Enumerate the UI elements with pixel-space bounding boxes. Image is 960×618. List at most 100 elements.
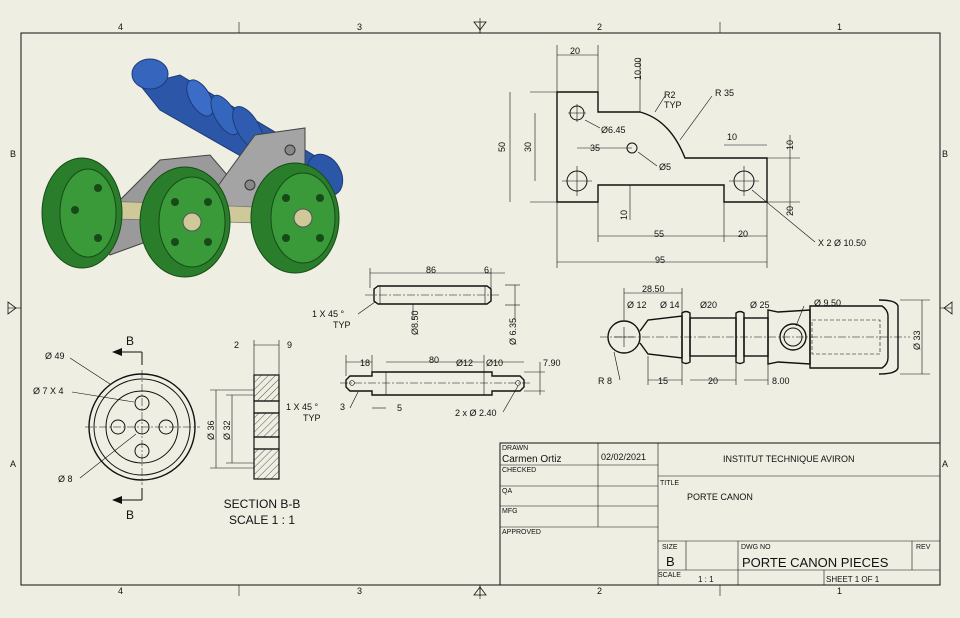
plate-dim-r2: R2 (664, 90, 676, 100)
zone-ticks (7, 18, 953, 599)
barrel-dim-800: 8.00 (772, 376, 790, 386)
tb-dwg-label: DWG NO (741, 544, 771, 551)
title-block: DRAWN Carmen Ortiz 02/02/2021 CHECKED QA… (499, 442, 941, 586)
zone-right-a: A (942, 459, 948, 469)
plate-dim-d645: Ø6.45 (601, 125, 626, 135)
zone-labels: 4 3 2 1 4 3 2 1 B A B A (10, 22, 948, 596)
tb-mfg-label: MFG (502, 508, 518, 515)
wheel-section-view: 2 9 Ø 36 Ø 32 SECTION B-B SCALE 1 : 1 (206, 340, 300, 527)
plate-dim-20: 20 (570, 46, 580, 56)
section-dim-9: 9 (287, 340, 292, 350)
plate-dim-30: 30 (523, 142, 533, 152)
long-axle-dim-80: 80 (429, 355, 439, 365)
long-axle-dim-d10: Ø10 (486, 358, 503, 368)
plate-dim-10-c: 10 (619, 210, 629, 220)
barrel-dim-d20: Ø20 (700, 300, 717, 310)
wheel-dim-d8: Ø 8 (58, 474, 73, 484)
zone-bottom-2: 2 (597, 586, 602, 596)
long-axle-dim-typ: TYP (303, 413, 321, 423)
tb-checked-label: CHECKED (502, 467, 536, 474)
barrel-dim-2850: 28.50 (642, 284, 665, 294)
long-axle-dim-d12: Ø12 (456, 358, 473, 368)
plate-dim-10-00: 10.00 (633, 57, 643, 80)
long-axle-dim-holes: 2 x Ø 2.40 (455, 408, 497, 418)
cannon-3d-view (41, 58, 344, 278)
plate-dim-d5: Ø5 (659, 162, 671, 172)
tb-size-label: SIZE (662, 544, 678, 551)
plate-dim-r35: R 35 (715, 88, 734, 98)
plate-dim-50: 50 (497, 142, 507, 152)
section-mark-bottom: B (126, 508, 134, 522)
tb-sheet: SHEET 1 OF 1 (826, 575, 880, 584)
barrel-view: 28.50 Ø 12 Ø 14 Ø20 Ø 25 Ø 9.50 Ø 33 R 8… (598, 284, 930, 386)
small-axle-dim-chamfer: 1 X 45 ° (312, 309, 345, 319)
long-axle-dim-790: 7.90 (543, 358, 561, 368)
wheel-front-view: B B Ø 49 Ø 7 X 4 Ø 8 (33, 334, 200, 522)
tb-dwg-no: PORTE CANON PIECES (742, 555, 889, 570)
tb-drawn-by: Carmen Ortiz (502, 454, 561, 465)
tb-title-label: TITLE (660, 480, 679, 487)
wheel-front-left (139, 166, 231, 278)
barrel-dim-20: 20 (708, 376, 718, 386)
barrel-dim-d950: Ø 9.50 (814, 298, 841, 308)
zone-top-2: 2 (597, 22, 602, 32)
tb-approved-label: APPROVED (502, 529, 541, 536)
wheel-front-right (250, 162, 340, 274)
barrel-dim-r8: R 8 (598, 376, 612, 386)
plate-dim-95: 95 (655, 255, 665, 265)
barrel-dim-d33: Ø 33 (912, 330, 922, 350)
zone-right-b: B (942, 149, 948, 159)
plate-dim-35: 35 (590, 143, 600, 153)
plate-dim-20-c: 20 (738, 229, 748, 239)
wheel-dim-d49: Ø 49 (45, 351, 65, 361)
small-axle-dim-86: 86 (426, 265, 436, 275)
tb-size: B (666, 554, 675, 569)
barrel-dim-d12: Ø 12 (627, 300, 647, 310)
plate-view: 20 10.00 R2 TYP R 35 50 30 35 Ø6.45 Ø5 1… (497, 45, 866, 268)
tb-scale: 1 : 1 (698, 575, 714, 584)
tb-date: 02/02/2021 (601, 452, 646, 462)
zone-top-4: 4 (118, 22, 123, 32)
plate-dim-10-a: 10 (727, 132, 737, 142)
zone-top-1: 1 (837, 22, 842, 32)
tb-scale-label: SCALE (658, 572, 681, 579)
plate-dim-holes: X 2 Ø 10.50 (818, 238, 866, 248)
tb-title: PORTE CANON (687, 492, 753, 502)
zone-bottom-3: 3 (357, 586, 362, 596)
zone-left-b: B (10, 149, 16, 159)
wheel-rear-left (41, 157, 123, 269)
small-axle-dim-typ: TYP (333, 320, 351, 330)
section-scale: SCALE 1 : 1 (229, 513, 295, 527)
wheel-dim-holes: Ø 7 X 4 (33, 386, 64, 396)
section-title: SECTION B-B (224, 497, 301, 511)
small-axle-dim-d635: Ø 6.35 (508, 318, 518, 345)
zone-bottom-4: 4 (118, 586, 123, 596)
long-axle-dim-3: 3 (340, 402, 345, 412)
small-axle-view: 86 6 1 X 45 ° TYP Ø8.50 Ø 6.35 (312, 265, 520, 345)
plate-dim-20-b: 20 (785, 206, 795, 216)
plate-dim-10-b: 10 (785, 140, 795, 150)
barrel-dim-d14: Ø 14 (660, 300, 680, 310)
tb-drawn-label: DRAWN (502, 445, 528, 452)
section-mark-top: B (126, 334, 134, 348)
plate-outline (556, 91, 768, 203)
zone-top-3: 3 (357, 22, 362, 32)
barrel-dim-15: 15 (658, 376, 668, 386)
tb-qa-label: QA (502, 488, 512, 495)
section-dim-d36: Ø 36 (206, 420, 216, 440)
tb-company: INSTITUT TECHNIQUE AVIRON (723, 454, 855, 464)
small-axle-dim-d850: Ø8.50 (410, 310, 420, 335)
small-axle-dim-6: 6 (484, 265, 489, 275)
zone-bottom-1: 1 (837, 586, 842, 596)
long-axle-view: 18 80 Ø12 Ø10 7.90 1 X 45 ° 3 TYP 5 2 x … (286, 355, 561, 423)
plate-dim-typ: TYP (664, 100, 682, 110)
tb-rev-label: REV (916, 544, 931, 551)
long-axle-dim-chamfer: 1 X 45 ° (286, 402, 319, 412)
barrel-dim-d25: Ø 25 (750, 300, 770, 310)
section-dim-2: 2 (234, 340, 239, 350)
section-dim-d32: Ø 32 (222, 420, 232, 440)
long-axle-dim-18: 18 (360, 358, 370, 368)
long-axle-dim-5: 5 (397, 403, 402, 413)
zone-left-a: A (10, 459, 16, 469)
